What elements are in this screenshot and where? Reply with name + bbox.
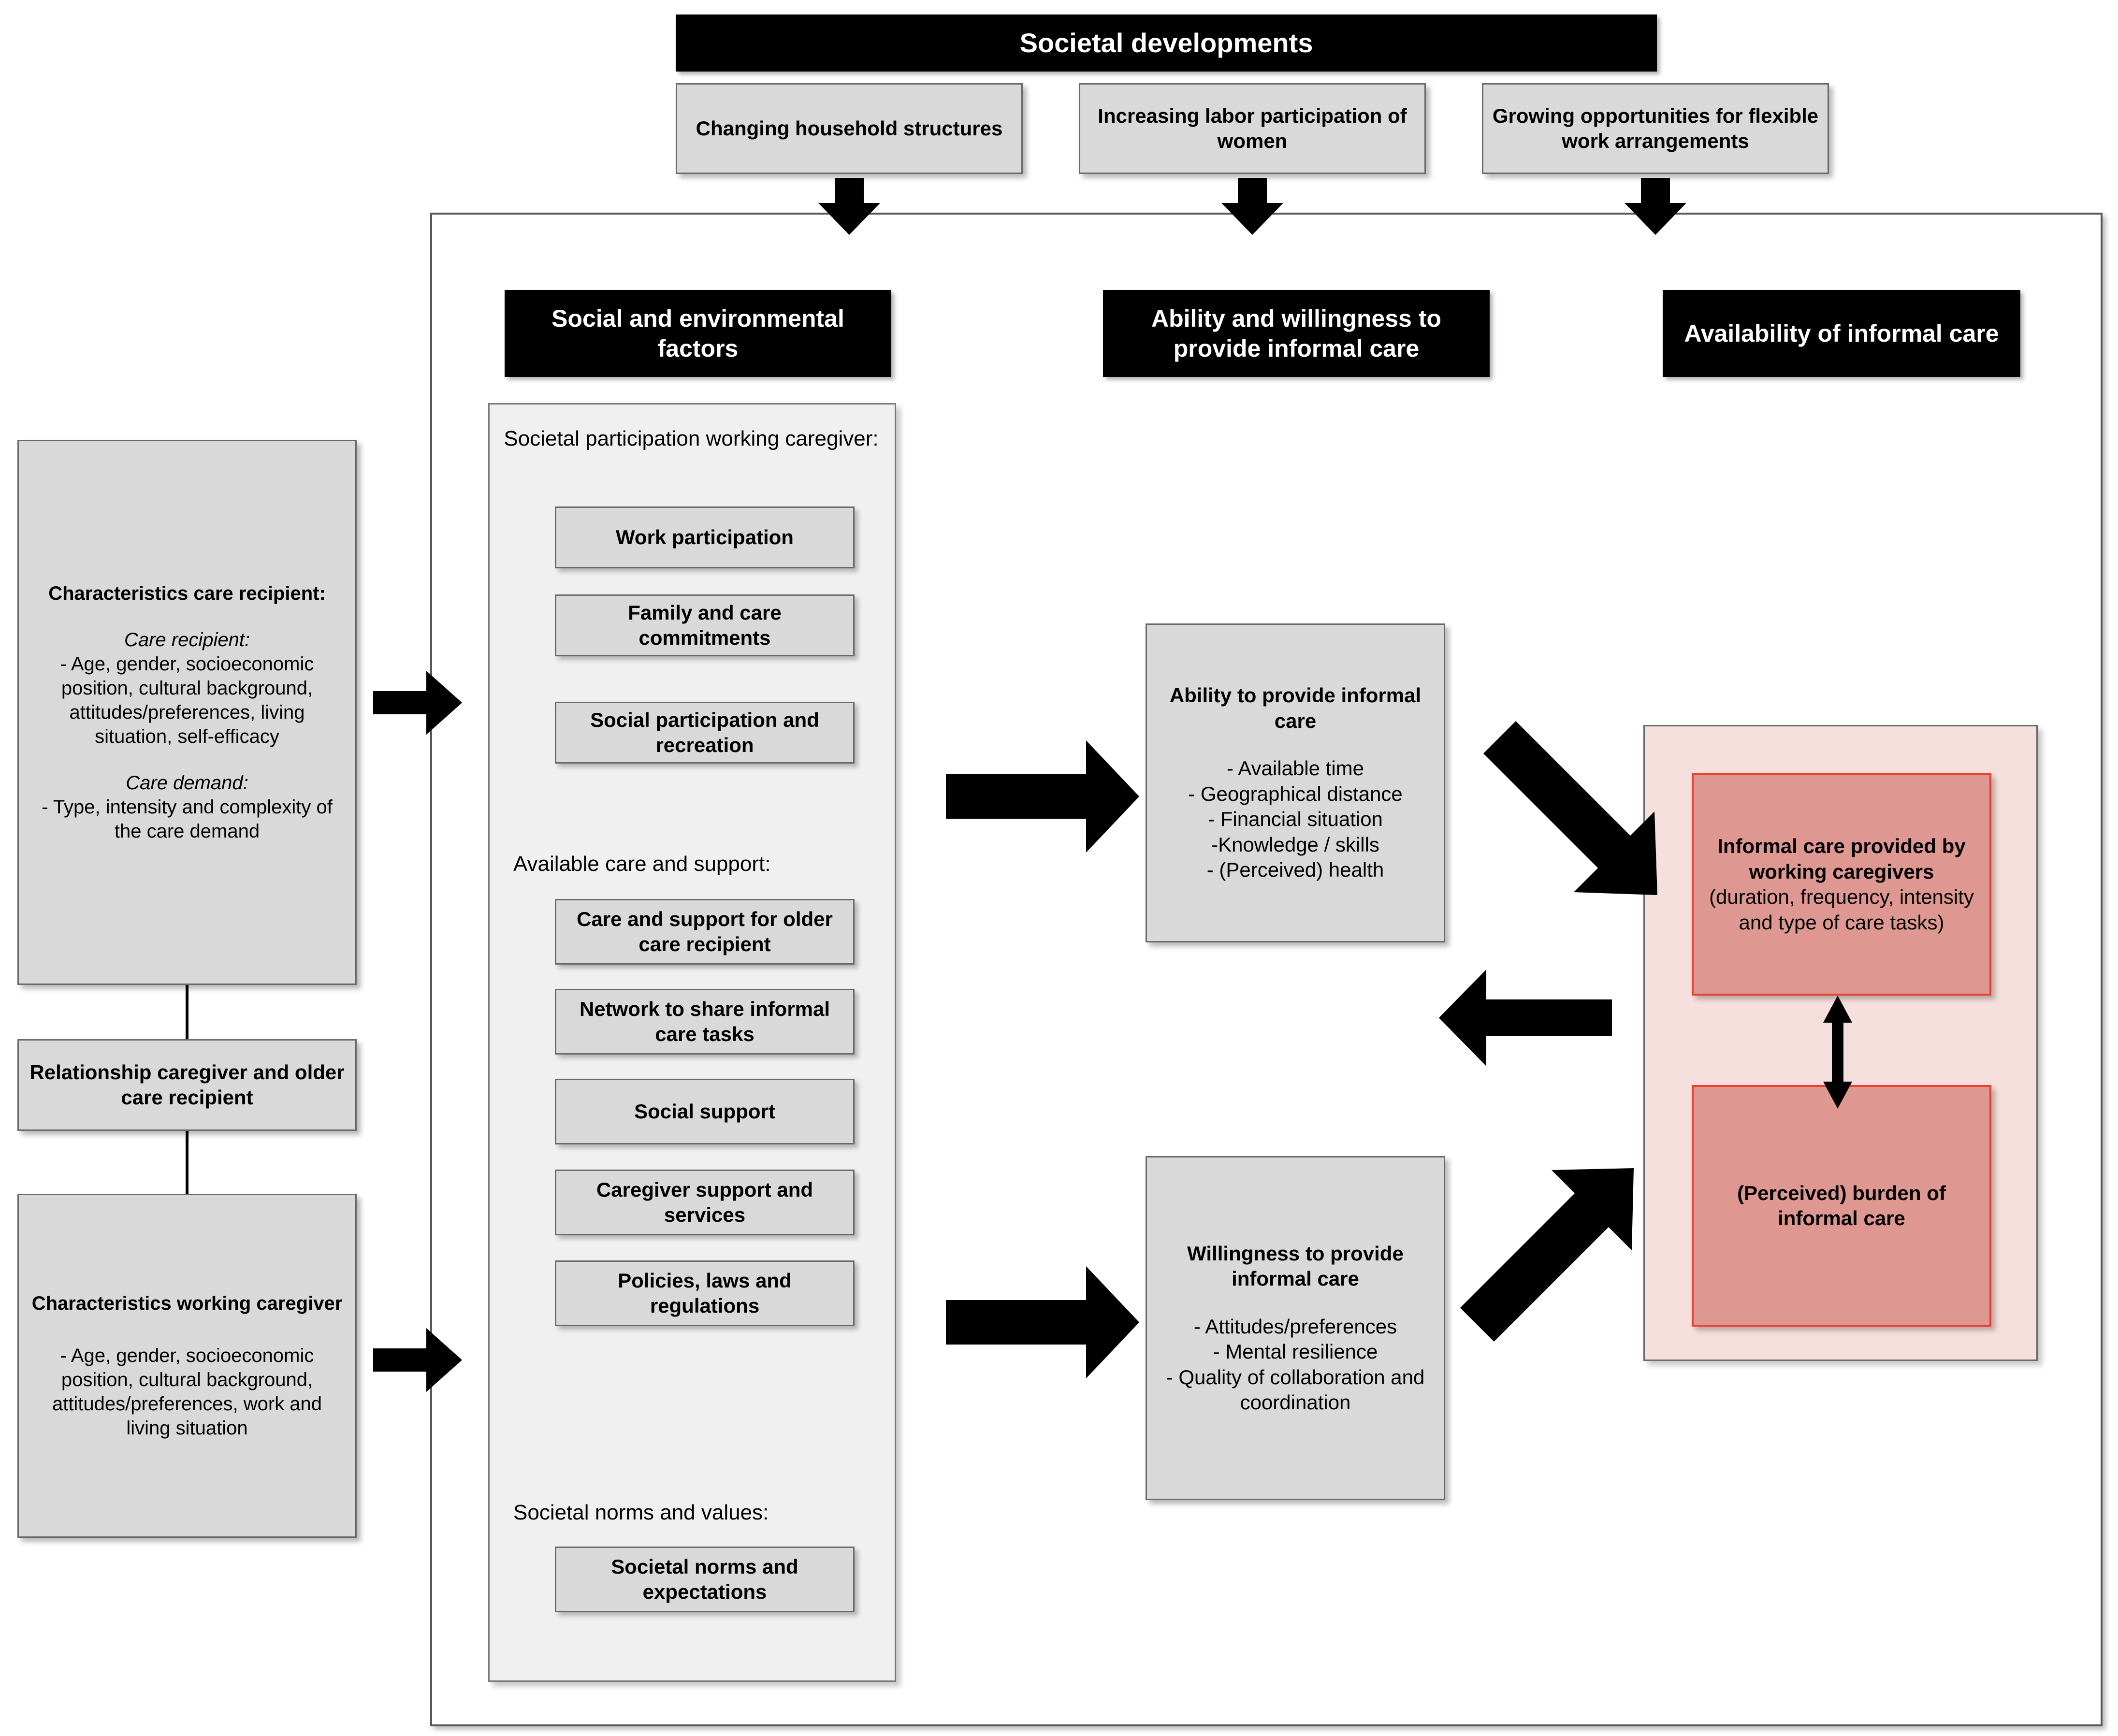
- factor-box-social-support: Social support: [555, 1079, 855, 1144]
- factor-label-g2-4: Policies, laws and regulations: [618, 1269, 792, 1317]
- relationship-label: Relationship caregiver and older care re…: [29, 1060, 345, 1109]
- social-environmental-header: Social and environmental factors: [505, 290, 891, 377]
- factor-label-g3-0: Societal norms and expectations: [611, 1555, 798, 1604]
- perceived-burden-box: (Perceived) burden of informal care: [1692, 1085, 1991, 1327]
- care-recipient-sub2-title: Care demand:: [126, 772, 248, 794]
- willingness-item-1: - Mental resilience: [1213, 1340, 1378, 1363]
- ability-item-1: - Geographical distance: [1188, 782, 1403, 805]
- driver-label-2: Growing opportunities for flexible work …: [1492, 104, 1819, 153]
- care-recipient-sub2-text: - Type, intensity and complexity of the …: [42, 796, 333, 842]
- factor-label-g1-0: Work participation: [616, 525, 794, 549]
- willingness-to-provide-box: Willingness to provide informal care - A…: [1146, 1156, 1445, 1500]
- availability-header-label: Availability of informal care: [1684, 319, 1999, 347]
- driver-box-changing-household-structures: Changing household structures: [676, 83, 1023, 174]
- willingness-title: Willingness to provide informal care: [1187, 1242, 1404, 1290]
- factor-box-care-support-older-recipient: Care and support for older care recipien…: [555, 899, 855, 965]
- factor-label-g1-2: Social participation and recreation: [590, 708, 819, 757]
- ability-to-provide-box: Ability to provide informal care - Avail…: [1146, 623, 1445, 942]
- factor-label-g2-3: Caregiver support and services: [596, 1178, 813, 1227]
- ability-item-3: -Knowledge / skills: [1211, 833, 1379, 856]
- care-recipient-sub1-title: Care recipient:: [124, 629, 250, 651]
- ability-item-4: - (Perceived) health: [1206, 858, 1384, 882]
- working-caregiver-text: - Age, gender, socioeconomic position, c…: [52, 1345, 322, 1439]
- factor-box-network-share-tasks: Network to share informal care tasks: [555, 989, 855, 1055]
- factor-box-social-participation-recreation: Social participation and recreation: [555, 702, 855, 764]
- factor-box-family-care-commitments: Family and care commitments: [555, 594, 855, 656]
- driver-label-1: Increasing labor participation of women: [1098, 104, 1407, 153]
- ability-willingness-header: Ability and willingness to provide infor…: [1103, 290, 1490, 377]
- ability-willingness-header-label: Ability and willingness to provide infor…: [1151, 304, 1442, 362]
- characteristics-care-recipient-box: Characteristics care recipient: Care rec…: [17, 440, 357, 985]
- factor-label-g1-1: Family and care commitments: [628, 601, 782, 650]
- driver-box-increasing-labor-participation: Increasing labor participation of women: [1079, 83, 1426, 174]
- informal-care-provided-box: Informal care provided by working caregi…: [1692, 773, 1991, 996]
- societal-developments-header-label: Societal developments: [1019, 28, 1313, 58]
- factor-box-societal-norms-expectations: Societal norms and expectations: [555, 1547, 855, 1612]
- care-recipient-sub1-text: - Age, gender, socioeconomic position, c…: [60, 653, 314, 747]
- relationship-caregiver-recipient-box: Relationship caregiver and older care re…: [17, 1039, 357, 1131]
- factor-box-work-participation: Work participation: [555, 506, 855, 568]
- group2-label: Available care and support:: [513, 852, 771, 876]
- driver-label-0: Changing household structures: [696, 116, 1003, 140]
- group3-label: Societal norms and values:: [513, 1501, 769, 1524]
- driver-box-flexible-work-arrangements: Growing opportunities for flexible work …: [1482, 83, 1829, 174]
- ability-title: Ability to provide informal care: [1169, 684, 1422, 732]
- group1-label: Societal participation working caregiver…: [504, 427, 879, 450]
- social-environmental-header-label: Social and environmental factors: [551, 304, 844, 362]
- ability-item-2: - Financial situation: [1208, 808, 1383, 831]
- factor-label-g2-0: Care and support for older care recipien…: [577, 907, 833, 956]
- willingness-item-2: - Quality of collaboration and coordinat…: [1166, 1365, 1425, 1414]
- factor-label-g2-1: Network to share informal care tasks: [579, 997, 830, 1046]
- characteristics-working-caregiver-box: Characteristics working caregiver - Age,…: [17, 1194, 357, 1538]
- factor-label-g2-2: Social support: [634, 1099, 775, 1123]
- ability-item-0: - Available time: [1226, 757, 1364, 780]
- perceived-burden-title: (Perceived) burden of informal care: [1737, 1181, 1946, 1230]
- factor-box-caregiver-support-services: Caregiver support and services: [555, 1170, 855, 1235]
- informal-care-provided-subtitle: (duration, frequency, intensity and type…: [1709, 885, 1974, 934]
- availability-header: Availability of informal care: [1663, 290, 2020, 377]
- willingness-item-0: - Attitudes/preferences: [1193, 1315, 1397, 1338]
- care-recipient-title: Characteristics care recipient:: [48, 583, 326, 604]
- factor-box-policies-laws-regulations: Policies, laws and regulations: [555, 1260, 855, 1326]
- societal-developments-header: Societal developments: [676, 14, 1657, 72]
- informal-care-provided-title: Informal care provided by working caregi…: [1717, 835, 1966, 883]
- working-caregiver-title: Characteristics working caregiver: [31, 1293, 343, 1314]
